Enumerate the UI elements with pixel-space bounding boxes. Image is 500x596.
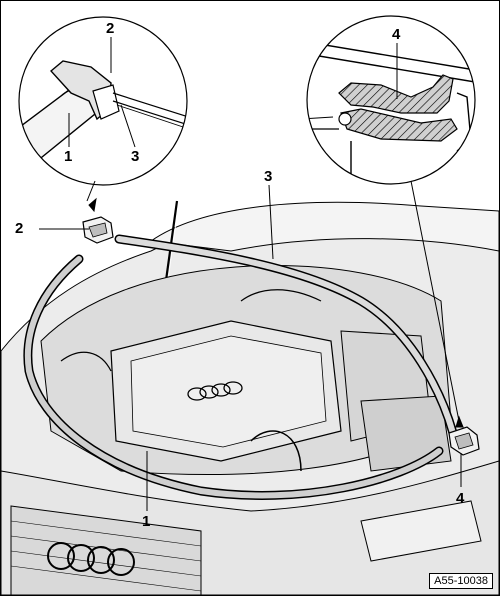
callout-main-3: 3 <box>264 168 273 185</box>
clip-right <box>448 426 480 456</box>
leader-main-3 <box>268 184 274 260</box>
callout-detail-1: 1 <box>64 148 73 165</box>
callout-main-4: 4 <box>456 490 465 507</box>
leader-lines <box>39 37 464 511</box>
sealing-strip <box>23 234 458 500</box>
logo-rings-grille <box>47 542 135 576</box>
callout-detail-3: 3 <box>131 148 140 165</box>
arrow-zoom-left <box>88 197 97 213</box>
arrow-zoom-right <box>455 415 464 428</box>
logo-rings-engine <box>187 381 243 401</box>
callout-detail-4: 4 <box>392 26 401 43</box>
callout-main-1: 1 <box>142 513 151 530</box>
engine-bay-illustration <box>1 200 499 595</box>
callout-detail-2: 2 <box>106 20 115 37</box>
callout-main-2: 2 <box>15 220 24 237</box>
detail-circle-clip <box>18 16 188 186</box>
clip-left <box>82 216 114 244</box>
detail-circle-section <box>306 15 476 185</box>
leader-detail-3 <box>120 104 136 148</box>
leader-zoom-right <box>410 180 460 422</box>
leader-zoom-left <box>86 180 96 202</box>
figure-id-label: A55-10038 <box>429 573 493 589</box>
